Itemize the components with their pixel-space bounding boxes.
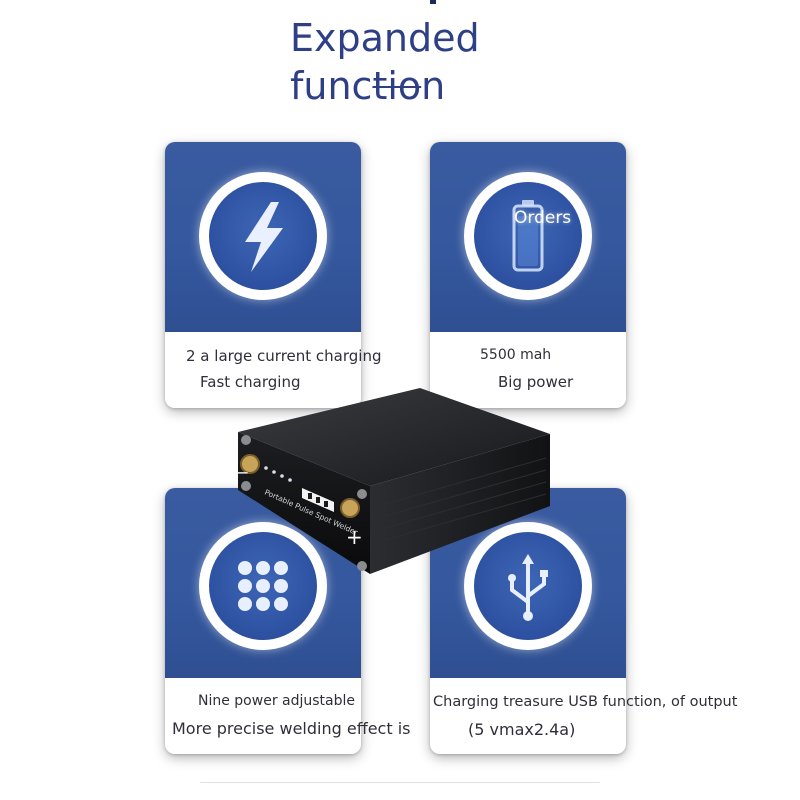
card-bottom-panel bbox=[430, 678, 626, 754]
card-bottom-panel bbox=[165, 678, 361, 754]
card-1-line-1: 2 a large current charging bbox=[186, 347, 382, 365]
orders-overlay: Orders bbox=[514, 208, 572, 228]
title-line-2: function bbox=[290, 62, 480, 110]
page-title: Expanded function bbox=[290, 14, 480, 110]
icon-ring bbox=[199, 172, 327, 300]
negative-terminal-icon bbox=[240, 454, 260, 474]
card-1-line-2: Fast charging bbox=[200, 373, 301, 391]
icon-ring bbox=[464, 172, 592, 300]
positive-terminal-icon bbox=[340, 498, 360, 518]
top-edge-mark bbox=[430, 0, 436, 4]
card-bottom-panel bbox=[430, 332, 626, 408]
icon-ring bbox=[199, 522, 327, 650]
screw-icon bbox=[241, 435, 251, 445]
device-side-face bbox=[370, 434, 550, 574]
card-4-line-2: (5 vmax2.4a) bbox=[468, 720, 576, 739]
battery-icon bbox=[512, 200, 544, 272]
bottom-divider bbox=[200, 782, 600, 783]
title-line-2-plain: func bbox=[290, 64, 373, 108]
card-4-line-1: Charging treasure USB function, of outpu… bbox=[433, 694, 738, 710]
card-bottom-panel bbox=[165, 332, 361, 408]
card-3-line-1: Nine power adjustable bbox=[198, 693, 356, 709]
nine-dots-icon bbox=[238, 561, 288, 611]
card-3-line-2: More precise welding effect is bbox=[172, 719, 411, 738]
card-2-line-1: 5500 mah bbox=[480, 347, 552, 363]
device-top-face bbox=[238, 388, 550, 486]
screw-icon bbox=[241, 481, 251, 491]
title-line-2-tail: n bbox=[421, 64, 446, 108]
screw-icon bbox=[357, 489, 367, 499]
screw-icon bbox=[357, 561, 367, 571]
device-plus-label: + bbox=[346, 525, 363, 549]
lightning-icon bbox=[245, 202, 283, 272]
card-2-line-2: Big power bbox=[498, 373, 574, 391]
usb-icon bbox=[508, 554, 548, 621]
feature-card-big-power: Orders bbox=[430, 142, 626, 408]
title-line-2-strike: tio bbox=[372, 64, 422, 108]
feature-card-fast-charging bbox=[165, 142, 361, 408]
icon-ring bbox=[464, 522, 592, 650]
device-front-face bbox=[238, 432, 370, 574]
spot-welder-device: Portable Pulse Spot Welder − + bbox=[236, 388, 550, 574]
device-minus-label: − bbox=[236, 463, 249, 482]
title-line-1: Expanded bbox=[290, 16, 480, 60]
